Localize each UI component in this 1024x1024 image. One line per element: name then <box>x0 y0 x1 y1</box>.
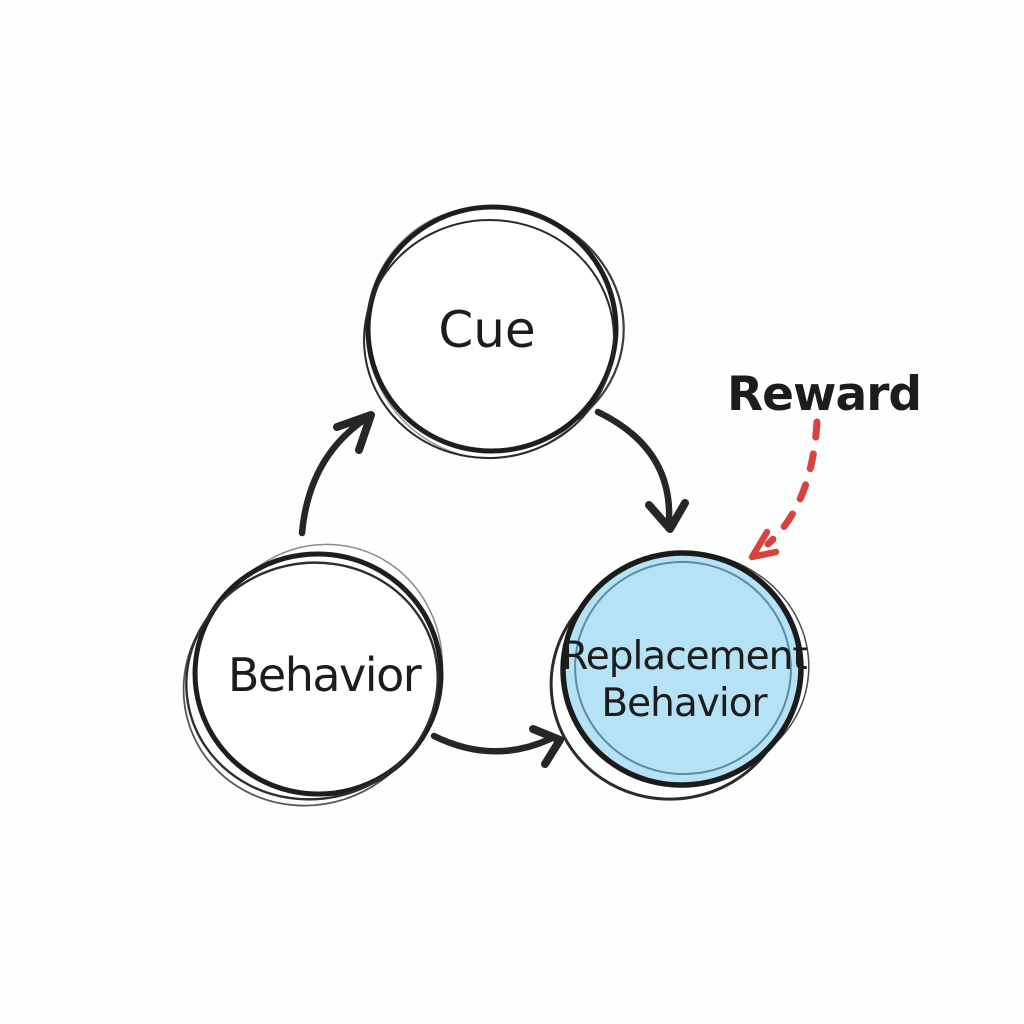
cue-node: Cue <box>363 204 625 460</box>
replacement-label-line2: Behavior <box>601 681 768 726</box>
arrow-behavior-to-cue <box>298 411 375 537</box>
replacement-circle-inner-ring <box>574 560 792 776</box>
reward-arrow-head-icon <box>748 528 780 561</box>
cue-circle-sketch-ring <box>363 218 615 460</box>
arrow-behavior-to-cue-head-icon <box>333 411 375 454</box>
behavior-node: Behavior <box>182 543 444 807</box>
arrow-cue-to-replacement-head-icon <box>645 499 689 533</box>
replacement-circle <box>560 550 804 788</box>
arrow-behavior-to-replacement-shaft <box>430 732 554 755</box>
behavior-label: Behavior <box>228 648 422 702</box>
arrow-behavior-to-replacement <box>430 725 564 768</box>
replacement-label-line1: Replacement <box>561 634 807 679</box>
arrow-behavior-to-cue-shaft <box>298 416 368 537</box>
replacement-behavior-node: Replacement Behavior <box>549 550 810 801</box>
reward-annotation: Reward <box>727 367 922 561</box>
cue-label: Cue <box>438 301 535 359</box>
behavior-circle-sketch-ring <box>185 561 439 801</box>
reward-label: Reward <box>727 367 921 422</box>
reward-arrow-shaft <box>764 418 821 548</box>
arrow-cue-to-replacement-shaft <box>594 408 673 524</box>
cue-circle <box>365 204 619 454</box>
behavior-circle <box>192 551 444 797</box>
arrow-behavior-to-replacement-head-icon <box>529 725 564 768</box>
arrow-cue-to-replacement <box>594 408 689 533</box>
